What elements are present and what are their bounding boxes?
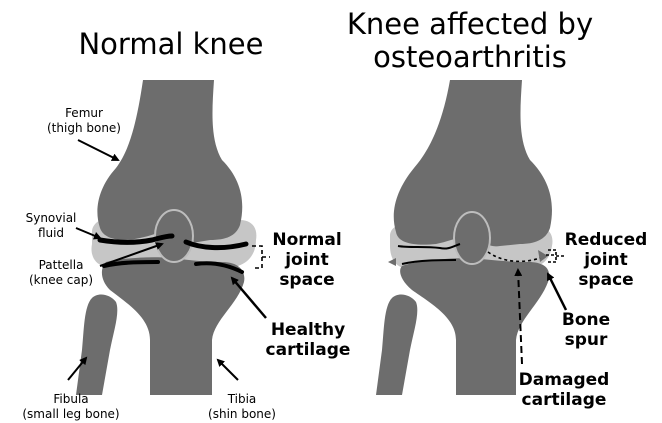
- title-affected-knee: Knee affected by osteoarthritis: [330, 8, 610, 74]
- label-bone-spur: Bone spur: [554, 310, 618, 350]
- fibula-bone-right: [376, 295, 417, 395]
- bone-spur-left: [388, 258, 396, 266]
- label-reduced-joint-space: Reduced joint space: [558, 230, 654, 290]
- label-synovial-line1: Synovial: [20, 211, 82, 226]
- label-synovial-fluid: Synovial fluid: [20, 211, 82, 241]
- tibia-arrow-icon: [218, 360, 238, 380]
- label-fibula: Fibula (small leg bone): [14, 392, 128, 422]
- label-fibula-line1: Fibula: [14, 392, 128, 407]
- label-fibula-line2: (small leg bone): [14, 407, 128, 422]
- label-healthy-line1: Healthy: [258, 320, 358, 340]
- label-patella: Pattella (knee cap): [16, 258, 106, 288]
- label-tibia: Tibia (shin bone): [200, 392, 284, 422]
- cartilage-arrow-icon: [232, 278, 266, 318]
- title-normal-knee: Normal knee: [66, 28, 276, 61]
- label-bone-spur-line1: Bone: [554, 310, 618, 330]
- label-synovial-line2: fluid: [20, 226, 82, 241]
- label-femur-line2: (thigh bone): [36, 121, 132, 136]
- label-femur: Femur (thigh bone): [36, 106, 132, 136]
- label-damaged-line1: Damaged: [514, 370, 614, 390]
- label-bone-spur-line2: spur: [554, 330, 618, 350]
- fibula-bone: [76, 295, 117, 395]
- label-normal-joint-space: Normal joint space: [264, 230, 350, 290]
- label-reduced-line2: joint: [558, 250, 654, 270]
- label-tibia-line1: Tibia: [200, 392, 284, 407]
- label-normal-joint-line3: space: [264, 270, 350, 290]
- label-damaged-cartilage: Damaged cartilage: [514, 370, 614, 410]
- label-reduced-line1: Reduced: [558, 230, 654, 250]
- femur-arrow-icon: [78, 140, 118, 160]
- label-healthy-cartilage: Healthy cartilage: [258, 320, 358, 360]
- label-healthy-line2: cartilage: [258, 340, 358, 360]
- title-affected-line1: Knee affected by: [330, 8, 610, 41]
- label-patella-line2: (knee cap): [16, 273, 106, 288]
- label-tibia-line2: (shin bone): [200, 407, 284, 422]
- osteoarthritis-knee: [376, 80, 566, 395]
- label-femur-line1: Femur: [36, 106, 132, 121]
- label-damaged-line2: cartilage: [514, 390, 614, 410]
- label-patella-line1: Pattella: [16, 258, 106, 273]
- label-normal-joint-line2: joint: [264, 250, 350, 270]
- patella-bone-right: [454, 212, 490, 264]
- label-normal-joint-line1: Normal: [264, 230, 350, 250]
- label-reduced-line3: space: [558, 270, 654, 290]
- tibia-bone: [102, 257, 244, 395]
- title-affected-line2: osteoarthritis: [330, 41, 610, 74]
